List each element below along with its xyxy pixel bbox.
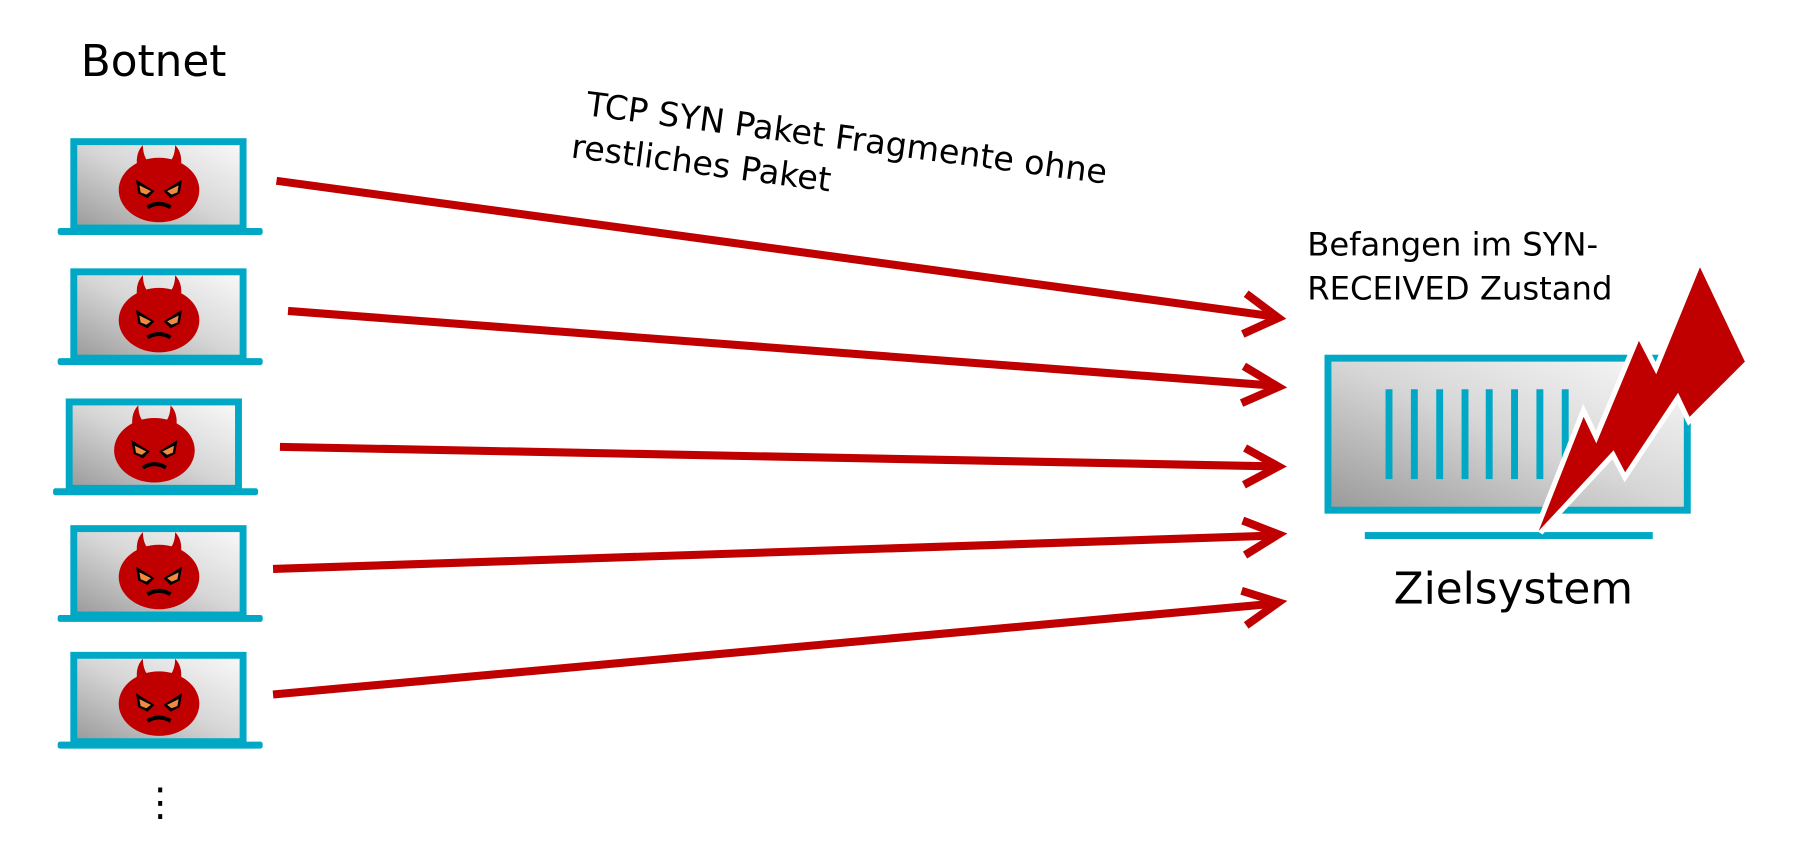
state-label-line2: RECEIVED Zustand (1307, 269, 1612, 307)
target-label: Zielsystem (1394, 563, 1633, 614)
bot-laptop-1-devil-laptop-icon (58, 142, 263, 235)
arrow-5 (272, 586, 1288, 699)
lightning-bolt-icon (1533, 254, 1752, 535)
bot-laptop-3-devil-laptop-icon (53, 402, 258, 495)
bot-list (53, 142, 263, 749)
state-label-line1: Befangen im SYN- (1307, 226, 1598, 264)
arrow-2 (287, 306, 1288, 407)
botnet-title: Botnet (81, 36, 227, 87)
arrow-1 (275, 176, 1287, 338)
bot-laptop-5-devil-laptop-icon (58, 655, 263, 748)
syn-arrows (272, 176, 1288, 699)
bot-laptop-2-devil-laptop-icon (58, 272, 263, 365)
bot-laptop-4-devil-laptop-icon (58, 529, 263, 622)
packet-label: TCP SYN Paket Fragmente ohne restliches … (569, 84, 1109, 199)
more-bots-indicator: ⋮ (141, 780, 180, 825)
arrow-4 (272, 516, 1288, 573)
arrow-3 (279, 442, 1287, 489)
